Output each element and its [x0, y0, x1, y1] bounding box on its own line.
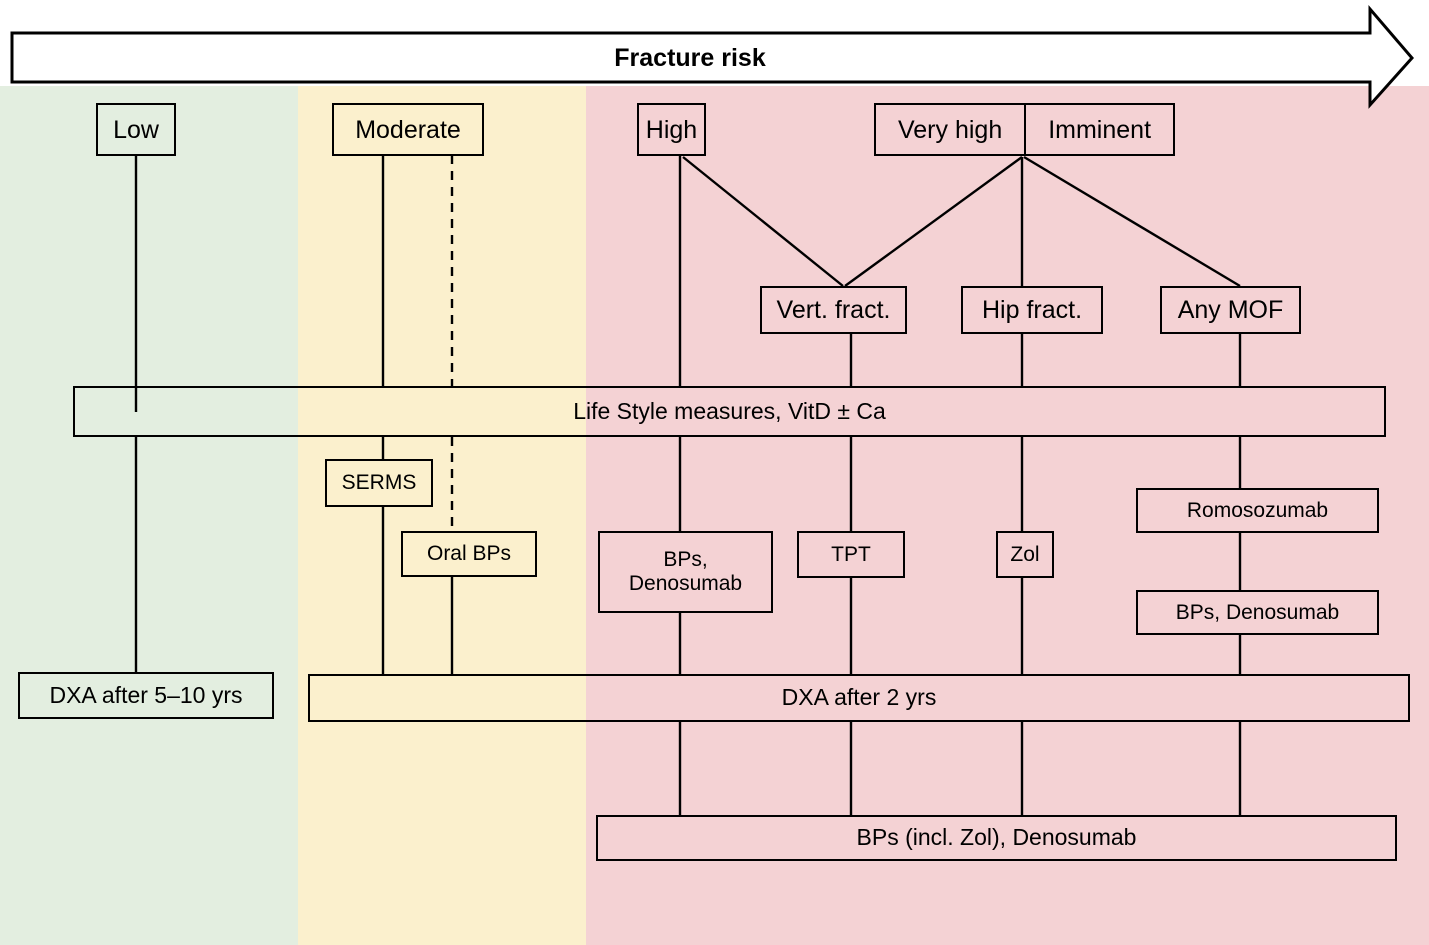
risk-level-high-label: High — [645, 115, 698, 144]
connector-imminent-to-vert-fract — [844, 156, 1023, 287]
treatment-tpt-label: TPT — [831, 542, 871, 566]
risk-level-very-high-label: Very high — [897, 115, 1003, 144]
risk-level-divider — [1024, 105, 1027, 154]
fracture-type-hip-fract[interactable]: Hip fract. — [961, 286, 1103, 334]
bar-dxa-after-5-10-yrs-label: DXA after 5–10 yrs — [49, 681, 243, 708]
treatment-romosozumab-label: Romosozumab — [1186, 498, 1329, 522]
fracture-type-any-mof[interactable]: Any MOF — [1160, 286, 1301, 334]
fracture-risk-arrow — [10, 4, 1414, 109]
band-low-background — [0, 86, 298, 945]
treatment-tpt[interactable]: TPT — [797, 531, 905, 578]
bar-dxa-after-2-yrs[interactable]: DXA after 2 yrs — [308, 674, 1410, 722]
connector-imminent-to-any-mof — [1023, 155, 1241, 288]
bar-bps-incl-zol-denosumab-label: BPs (incl. Zol), Denosumab — [856, 824, 1137, 851]
fracture-type-vert-fract-label: Vert. fract. — [776, 296, 891, 324]
treatment-bps-denosumab-line1: BPs, — [663, 548, 708, 572]
treatment-oral-bps[interactable]: Oral BPs — [401, 531, 537, 577]
bar-bps-incl-zol-denosumab[interactable]: BPs (incl. Zol), Denosumab — [596, 815, 1397, 861]
risk-level-low-label: Low — [113, 115, 159, 144]
treatment-bps-denosumab-right[interactable]: BPs, Denosumab — [1136, 590, 1379, 635]
bar-lifestyle-measures-label: Life Style measures, VitD ± Ca — [573, 397, 886, 424]
treatment-bps-denosumab-right-label: BPs, Denosumab — [1175, 600, 1340, 624]
treatment-serms[interactable]: SERMS — [325, 459, 433, 507]
risk-level-very-high-imminent-group: Very high Imminent — [874, 103, 1175, 156]
bar-dxa-after-2-yrs-label: DXA after 2 yrs — [781, 684, 937, 711]
bar-lifestyle-measures[interactable]: Life Style measures, VitD ± Ca — [73, 386, 1386, 437]
risk-level-very-high[interactable]: Very high — [876, 105, 1024, 154]
risk-level-low[interactable]: Low — [96, 103, 176, 156]
connector-high-to-vert-fract — [682, 156, 844, 287]
bar-dxa-after-5-10-yrs[interactable]: DXA after 5–10 yrs — [18, 672, 274, 719]
risk-level-moderate[interactable]: Moderate — [332, 103, 484, 156]
treatment-zol-label: Zol — [1010, 542, 1040, 566]
band-moderate-background — [298, 86, 586, 945]
treatment-serms-label: SERMS — [341, 471, 417, 495]
treatment-oral-bps-label: Oral BPs — [426, 542, 512, 566]
fracture-type-any-mof-label: Any MOF — [1177, 296, 1284, 324]
risk-level-imminent-label: Imminent — [1048, 115, 1152, 144]
treatment-bps-denosumab[interactable]: BPs, Denosumab — [598, 531, 773, 613]
risk-level-imminent[interactable]: Imminent — [1026, 105, 1173, 154]
risk-level-high[interactable]: High — [637, 103, 706, 156]
treatment-romosozumab[interactable]: Romosozumab — [1136, 488, 1379, 533]
fracture-type-vert-fract[interactable]: Vert. fract. — [760, 286, 907, 334]
treatment-bps-denosumab-line2: Denosumab — [628, 572, 743, 595]
risk-level-moderate-label: Moderate — [355, 115, 461, 144]
fracture-type-hip-fract-label: Hip fract. — [981, 296, 1083, 324]
connector-lines — [134, 155, 1242, 815]
treatment-zol[interactable]: Zol — [996, 531, 1054, 578]
